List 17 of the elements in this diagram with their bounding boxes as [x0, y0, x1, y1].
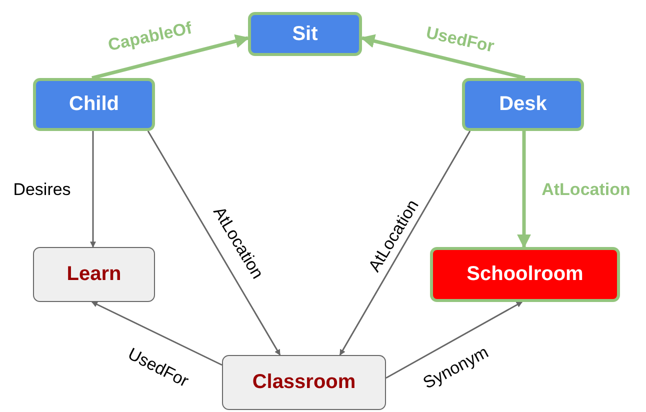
- edge-label: UsedFor: [424, 23, 496, 57]
- concept-box: Sit: [248, 12, 362, 56]
- arrow: [92, 34, 250, 80]
- concept-box: Learn: [33, 247, 155, 302]
- arrow: [91, 301, 222, 366]
- concept-box: Schoolroom: [430, 247, 620, 302]
- arrow: [517, 131, 531, 248]
- arrow: [386, 301, 523, 379]
- concept-box: Child: [33, 78, 155, 131]
- arrow: [90, 131, 96, 248]
- arrow: [360, 34, 526, 80]
- arrow: [339, 130, 471, 356]
- concept-box: Desk: [462, 78, 584, 131]
- edge-label: AtLocation: [542, 180, 630, 200]
- concept-box: Classroom: [222, 355, 386, 410]
- edge-label: Desires: [13, 180, 71, 200]
- arrow: [147, 130, 281, 356]
